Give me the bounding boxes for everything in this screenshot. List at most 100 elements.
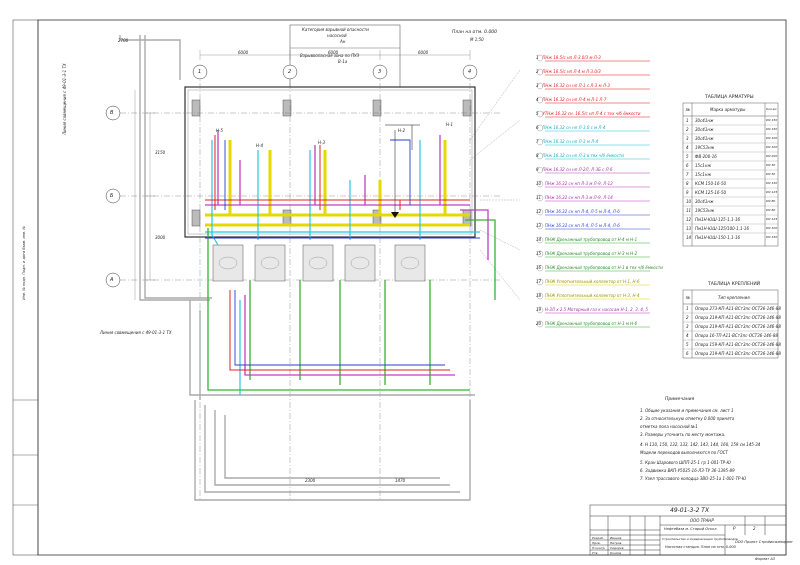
pipes-magenta (205, 130, 489, 376)
pipe-id: 13 (536, 223, 542, 228)
axis-label-2: 2 (288, 69, 292, 75)
axis-bubble-2 (282, 64, 298, 80)
pipe-desc: ПНж 16.32 сн нп Л-4 м Л-1 Л-7 (542, 97, 607, 102)
table-row: 4 (686, 145, 689, 150)
cell: DN 150 (766, 118, 778, 122)
matching-line-top: Линия совмещения с 49-01-3-1 ТХ (62, 63, 67, 135)
cell: КСМ 150-16-50 (695, 181, 727, 186)
table-row: 5 (686, 342, 689, 347)
table-row: 4 (686, 333, 689, 338)
stamp-name: Иванов (610, 536, 622, 540)
axis-bubble-a (105, 272, 121, 288)
cell: КСМ 125-16-50 (695, 190, 727, 195)
matching-line-bottom: Линия совмещения с 49-01-3-1 ТХ (100, 330, 172, 335)
pipe-desc: ПНЖ Дренажный трубопровод от Н-1 в тех ч… (544, 265, 663, 270)
pipe-desc: ПНЖ Дренажный трубопровод от Н-1 м Н-6 (544, 321, 638, 326)
stamp-role: Н.контр. (592, 546, 606, 550)
dimension-text: 6000 (328, 50, 339, 55)
armatura-col-no: № (686, 107, 691, 112)
note-item: 7. Узел трассового колодца ЗВО-25-1а 1-0… (640, 476, 747, 481)
pipe-desc: ПНЖ Уплотнительный коллектор от Н-1, Н-6 (544, 279, 640, 284)
table-row: 7 (686, 172, 689, 177)
pipes-green (207, 219, 496, 391)
stamp-object: Нефтебаза м. Старый Оскол (664, 527, 717, 531)
note-item: 3. Размеры уточнить по месту монтажа. (640, 432, 726, 437)
table-row: 8 (686, 181, 689, 186)
cell: 30с41нж (695, 136, 714, 141)
pipe-id: 16 (536, 265, 542, 270)
table-row: 1 (686, 118, 689, 123)
cell: 19С53нж (695, 145, 715, 150)
pipe-desc: ПНж 16.32 сн нп Л-3 в тех ч/б ёмкости (542, 153, 624, 158)
building-outline (184, 86, 476, 238)
pipe-desc: УТНж 16.32 сн. 16.5/с нп Л-4 с тех ч/б ё… (542, 111, 641, 116)
cell: 30с41нж (695, 127, 714, 132)
note-item: 2. За относительную отметку 0.000 принят… (640, 416, 735, 421)
pipe-desc: ПНж 16.32 сн нп Л-4, Л-5 м Л-4, Л-6 (544, 209, 620, 214)
table-row: 2 (686, 315, 689, 320)
pipe-desc: ПНЖ Дренажный трубопровод от Н-3 м Н-2 (544, 251, 638, 256)
pipe-desc: ПНж 16.32 сн нп Л-4, Л-5 м Л-4, Л-6 (544, 223, 620, 228)
axis-label-b: Б (110, 193, 114, 199)
table-row: 3 (686, 324, 689, 329)
header-zone-value: В-1а (338, 59, 348, 64)
pipes-blue (205, 139, 480, 366)
cell: Пм1Н-ЮШ-125-1,1-16 (695, 217, 741, 222)
pipe-desc: ПНж 18.5/с нп Л-3.0/3 м Л-3 (542, 55, 601, 60)
structural-columns (191, 99, 472, 227)
pipes-yellow (205, 140, 470, 227)
leader-lines (469, 69, 521, 301)
dimension-text: 3150 (155, 150, 166, 155)
equipment-label: Н-5 (216, 128, 223, 133)
cell: Пм1Н-ЮШ-150-1,1-16 (695, 235, 741, 240)
pipe-id: 17 (536, 279, 542, 284)
note-item: 6. Задвижка ВКП-У5035-16-ЛЗ-ТУ 36-1395-8… (640, 468, 735, 473)
axis-bubble-4 (462, 64, 478, 80)
pipe-id: 14 (536, 237, 542, 242)
note-item: 1. Общие указания и примечания см. лист … (640, 408, 734, 413)
pipe-id: 10 (536, 181, 542, 186)
pipe-desc: ПНж 16.32 сн нп Л-3.0 с м Л-4 (542, 125, 606, 130)
stamp-role: Пров. (592, 541, 601, 545)
pipe-id: 15 (536, 251, 542, 256)
dimension-text: 3000 (155, 235, 166, 240)
stamp-work: Строительство и модернизация трубопровод… (662, 537, 738, 541)
cell: 19С53нж (695, 208, 715, 213)
pipe-id: 3 (536, 83, 539, 88)
equipment-label: Н-1 (446, 122, 453, 127)
grid-axes (120, 72, 500, 500)
table-row: 9 (686, 190, 689, 195)
stamp-format: Формат А3 (755, 557, 775, 561)
axis-label-3: 3 (378, 69, 382, 75)
krepleniya-table-grid (682, 289, 779, 359)
pipe-id: 7 (536, 139, 539, 144)
equipment-label: Н-3 (318, 140, 325, 145)
pipe-id: 1 (536, 55, 539, 60)
cell: DN 100 (766, 226, 778, 230)
pipe-desc: ПНЖ Дренажный трубопровод от Н-4 м Н-1 (544, 237, 638, 242)
table-row: 1 (686, 306, 689, 311)
pipes-red (205, 135, 470, 371)
plan-scale: М 1:50 (470, 37, 484, 42)
cell: DN 150 (766, 181, 778, 185)
table-row: 14 (686, 235, 692, 240)
equipment-label: Н-4 (256, 143, 263, 148)
stamp-org: ООО ТРАНР (690, 518, 714, 523)
table-row: 12 (686, 217, 692, 222)
header-pump-station: насосной (327, 33, 347, 38)
dimension-text: 2700 (118, 38, 129, 43)
cell: DN 50 (766, 163, 776, 167)
axis-label-a: А (110, 277, 114, 283)
pipes-cyan (205, 140, 480, 395)
plan-title: План на отм. 0.000 (452, 30, 498, 35)
table-row: 2 (686, 127, 689, 132)
cell: DN 100 (766, 136, 778, 140)
axis-label-1: 1 (198, 69, 202, 75)
cell: 30с41нж (695, 118, 714, 123)
axis-bubble-b (105, 188, 121, 204)
cell: Опора 159-КП-А11-ВСт3пс-ОСТ36-146-88 (695, 342, 781, 347)
pipe-desc: ПНж 16.32 сн нп Л-2Л, Л-3Б с Л-6 (542, 167, 613, 172)
krepleniya-col-no: № (686, 295, 691, 300)
armatura-table-title: ТАБЛИЦА АРМАТУРЫ (705, 95, 754, 100)
